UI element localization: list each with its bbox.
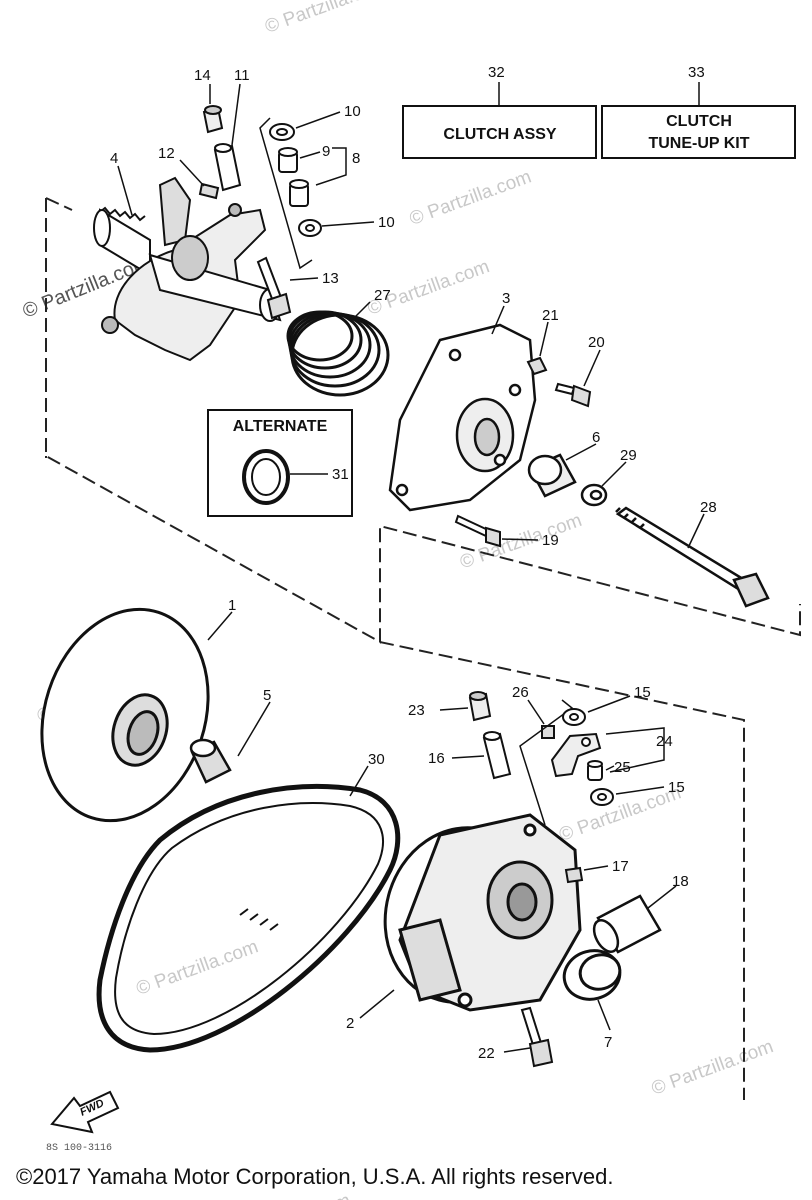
watermark: © Partzilla.com	[262, 0, 389, 38]
washer-part-10-bottom[interactable]	[298, 219, 322, 237]
callout-5: 5	[263, 687, 271, 704]
callout-30: 30	[368, 751, 385, 768]
nut-part-17[interactable]	[564, 866, 584, 884]
callout-28: 28	[700, 499, 717, 516]
sheave-part-1[interactable]	[16, 588, 235, 843]
clutch-assy-box[interactable]: 32 CLUTCH ASSY	[402, 64, 597, 159]
callout-10-bottom: 10	[378, 214, 395, 231]
plug-part-14[interactable]	[202, 105, 224, 134]
callout-6: 6	[592, 429, 600, 446]
pin-part-11[interactable]	[213, 143, 242, 192]
diagram-code: 8S 100-3116	[46, 1143, 113, 1154]
callout-25: 25	[614, 759, 631, 776]
washer-part-15-bottom[interactable]	[590, 788, 614, 806]
alternate-label: ALTERNATE	[233, 418, 328, 435]
fixed-sheave-part-4[interactable]	[93, 176, 282, 362]
spring-part-27[interactable]	[286, 310, 390, 397]
bolt-part-20[interactable]	[554, 382, 592, 408]
callout-16: 16	[428, 750, 445, 767]
washer-part-10-top[interactable]	[269, 123, 295, 141]
drive-belt-part-30[interactable]	[96, 784, 401, 1053]
pin-part-16[interactable]	[482, 731, 512, 780]
callout-15-bottom: 15	[668, 779, 685, 796]
callout-3: 3	[502, 290, 510, 307]
sleeve-part-18[interactable]	[589, 894, 662, 956]
callout-27: 27	[374, 287, 391, 304]
callout-20: 20	[588, 334, 605, 351]
callout-13: 13	[322, 270, 339, 287]
long-bolt-part-28[interactable]	[615, 506, 770, 608]
collar-part-9[interactable]	[278, 147, 309, 207]
callout-26: 26	[512, 684, 529, 701]
callout-24: 24	[656, 733, 673, 750]
bolt-part-13[interactable]	[256, 256, 292, 320]
callout-12: 12	[158, 145, 175, 162]
set-screw-part-12[interactable]	[198, 182, 220, 200]
callout-9: 9	[322, 143, 330, 160]
watermark: © Partzilla.com	[226, 1190, 353, 1200]
callout-21: 21	[542, 307, 559, 324]
callout-7: 7	[604, 1034, 612, 1051]
callout-11: 11	[234, 67, 250, 84]
callout-14: 14	[194, 67, 211, 84]
exploded-boundary-lines	[45, 197, 801, 1100]
tune-up-kit-label-line2: TUNE-UP KIT	[648, 135, 749, 152]
callout-1: 1	[228, 597, 236, 614]
watermark: © Partzilla.com	[134, 936, 261, 1000]
callout-8: 8	[352, 150, 360, 167]
collar-part-25[interactable]	[587, 760, 603, 781]
callout-29: 29	[620, 447, 637, 464]
callout-31: 31	[332, 466, 349, 483]
callout-33: 33	[688, 64, 705, 81]
callout-2: 2	[346, 1015, 354, 1032]
bolt-part-19[interactable]	[454, 514, 501, 548]
tune-up-kit-label-line1: CLUTCH	[666, 113, 732, 130]
moveable-sheave-part-2[interactable]	[366, 810, 582, 1019]
copyright-notice: ©2017 Yamaha Motor Corporation, U.S.A. A…	[16, 1164, 614, 1189]
weight-arm-part-24[interactable]	[550, 732, 602, 778]
callout-4: 4	[110, 150, 118, 167]
callout-22: 22	[478, 1045, 495, 1062]
collar-part-29[interactable]	[580, 483, 608, 507]
clutch-assy-label: CLUTCH ASSY	[443, 126, 557, 143]
bushing-part-5[interactable]	[189, 738, 232, 784]
callout-18: 18	[672, 873, 689, 890]
callout-32: 32	[488, 64, 505, 81]
bushing-part-7[interactable]	[559, 945, 626, 1006]
bolt-part-22[interactable]	[520, 1006, 554, 1068]
clutch-tune-up-kit-box[interactable]: 33 CLUTCH TUNE-UP KIT	[601, 64, 796, 159]
roller-part-6[interactable]	[527, 453, 577, 498]
callout-19: 19	[542, 532, 559, 549]
forward-arrow-icon: FWD	[50, 1090, 120, 1134]
callout-10-top: 10	[344, 103, 361, 120]
nut-part-21[interactable]	[526, 356, 548, 376]
plug-part-23[interactable]	[468, 691, 492, 722]
callout-23: 23	[408, 702, 425, 719]
callout-15-top: 15	[634, 684, 651, 701]
washer-part-15-top[interactable]	[562, 708, 586, 726]
callout-17: 17	[612, 858, 629, 875]
alternate-box[interactable]: ALTERNATE 31	[207, 409, 353, 517]
watermark: © Partzilla.com	[649, 1036, 776, 1100]
watermark: © Partzilla.com	[407, 166, 534, 230]
cover-part-3[interactable]	[388, 323, 537, 512]
watermark: © Partzilla.com	[556, 782, 683, 846]
watermark: © Partzilla.com	[457, 510, 584, 574]
